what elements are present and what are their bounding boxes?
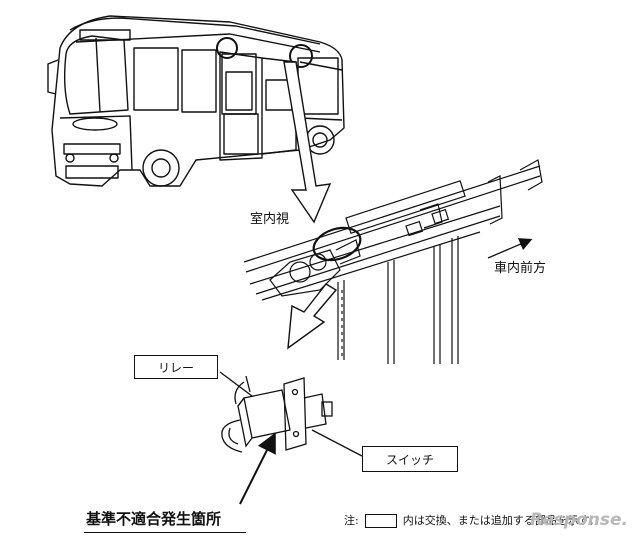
relay-label-box: リレー bbox=[134, 355, 218, 379]
defect-location-underline bbox=[84, 532, 246, 533]
note-text: 内は交換、または追加する部品を示す。 bbox=[402, 514, 600, 527]
switch-label: スイッチ bbox=[385, 452, 434, 467]
highlight-circle-mechanism bbox=[312, 226, 362, 262]
relay-switch-drawing bbox=[221, 375, 333, 453]
pointer-arrow-large bbox=[283, 61, 332, 224]
note-legend-box bbox=[364, 514, 397, 528]
watermark-logo: Response. bbox=[530, 510, 628, 530]
note-prefix: 注: bbox=[344, 514, 359, 527]
pointer-arrow-small bbox=[287, 283, 338, 350]
bus-drawing bbox=[47, 15, 345, 187]
leader-line-relay bbox=[219, 371, 253, 397]
interior-view-label: 室内視 bbox=[250, 212, 290, 227]
vehicle-forward-label: 車内前方 bbox=[494, 261, 547, 276]
highlight-circle-bus-front bbox=[216, 37, 238, 59]
highlight-circle-bus-rear bbox=[289, 44, 313, 68]
relay-label: リレー bbox=[157, 360, 194, 375]
leader-line-defect bbox=[239, 432, 276, 505]
switch-label-box: スイッチ bbox=[362, 446, 458, 472]
note-line: 注: 内は交換、または追加する部品を示す。 bbox=[344, 514, 600, 528]
defect-location-label: 基準不適合発生箇所 bbox=[86, 510, 222, 528]
door-mechanism-drawing bbox=[243, 159, 543, 364]
leader-line-switch bbox=[311, 429, 363, 457]
forward-direction-arrow bbox=[487, 238, 533, 259]
